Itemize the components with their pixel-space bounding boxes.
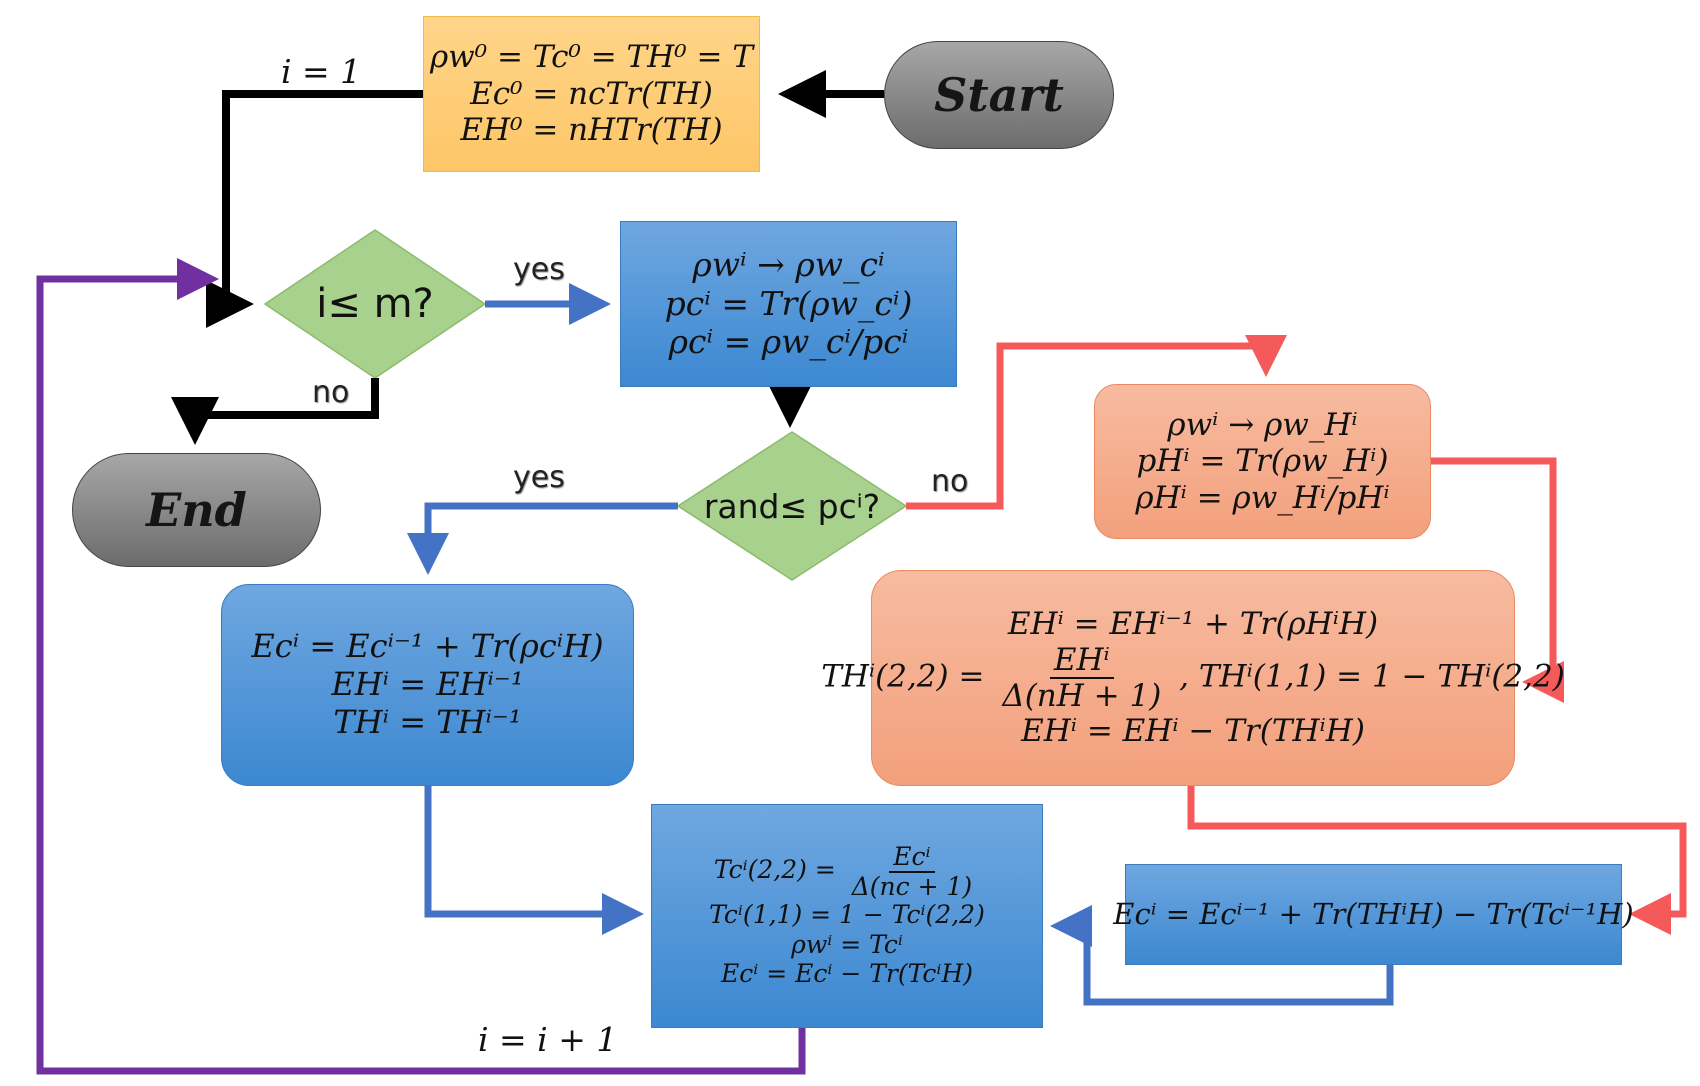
rand-check-label: rand≤ pcⁱ? — [703, 486, 881, 526]
end-terminal: End — [72, 453, 321, 567]
update-h-line-2-lhs: THⁱ(2,2) = — [821, 658, 985, 695]
rand-check-diamond — [676, 431, 908, 581]
start-label: Start — [934, 68, 1064, 122]
update-h-line-2-rhs: , THⁱ(1,1) = 1 − THⁱ(2,2) — [1179, 658, 1565, 695]
temp-c-line-1: Tcⁱ(2,2) = Ecⁱ Δ(nc + 1) — [714, 843, 980, 900]
edge-label-increment: i = i + 1 — [478, 1020, 618, 1059]
edge-loop-to-end — [171, 378, 379, 445]
edge-measureh-to-updateh — [1431, 457, 1564, 703]
init-line-2: Ec⁰ = ncTr(TH) — [470, 75, 713, 112]
update-h-fraction-num: EHⁱ — [1049, 643, 1114, 679]
temp-c-line-4: Ecⁱ = Ecⁱ − Tr(TcⁱH) — [721, 959, 973, 989]
edge-rand-yes — [407, 502, 678, 575]
update-h-fraction-den: Δ(nH + 1) — [1002, 678, 1162, 714]
edge-label-loop-no: no — [312, 375, 350, 410]
edge-rand-no — [906, 335, 1287, 510]
update-c-line-1: Ecⁱ = Ecⁱ⁻¹ + Tr(ρcⁱH) — [251, 627, 604, 666]
edge-energy-to-temp — [1050, 905, 1394, 1006]
temp-c-line-1-lhs: Tcⁱ(2,2) = — [713, 855, 836, 885]
update-h-line-3: EHⁱ = EHⁱ − Tr(THⁱH) — [1021, 713, 1365, 750]
update-c-box: Ecⁱ = Ecⁱ⁻¹ + Tr(ρcⁱH) EHⁱ = EHⁱ⁻¹ THⁱ =… — [221, 584, 634, 786]
update-c-line-3: THⁱ = THⁱ⁻¹ — [333, 702, 522, 741]
update-c-line-2: EHⁱ = EHⁱ⁻¹ — [331, 665, 524, 704]
temp-c-box: Tcⁱ(2,2) = Ecⁱ Δ(nc + 1) Tcⁱ(1,1) = 1 − … — [651, 804, 1043, 1028]
update-h-line-2: THⁱ(2,2) = EHⁱ Δ(nH + 1) , THⁱ(1,1) = 1 … — [821, 643, 1565, 713]
init-line-1: ρw⁰ = Tc⁰ = TH⁰ = T — [429, 39, 754, 76]
energy-c-box: Ecⁱ = Ecⁱ⁻¹ + Tr(THⁱH) − Tr(Tcⁱ⁻¹H) — [1113, 864, 1634, 965]
update-h-line-1: EHⁱ = EHⁱ⁻¹ + Tr(ρHⁱH) — [1007, 606, 1379, 643]
edge-label-rand-yes: yes — [513, 460, 565, 495]
measure-c-line-3: ρcⁱ = ρw_cⁱ/pcⁱ — [668, 322, 909, 362]
energy-c-line: Ecⁱ = Ecⁱ⁻¹ + Tr(THⁱH) − Tr(Tcⁱ⁻¹H) — [1113, 897, 1634, 932]
measure-h-line-3: ρHⁱ = ρw_Hⁱ/pHⁱ — [1135, 479, 1390, 516]
measure-h-line-1: ρwⁱ → ρw_Hⁱ — [1167, 406, 1358, 443]
temp-c-fraction-num: Ecⁱ — [889, 843, 935, 873]
start-terminal: Start — [884, 41, 1114, 149]
edge-label-init: i = 1 — [281, 52, 362, 91]
temp-c-fraction: Ecⁱ Δ(nc + 1) — [848, 843, 976, 900]
edge-increment — [36, 258, 806, 1075]
measure-c-line-2: pcⁱ = Tr(ρw_cⁱ) — [664, 283, 913, 323]
update-h-box: EHⁱ = EHⁱ⁻¹ + Tr(ρHⁱH) THⁱ(2,2) = EHⁱ Δ(… — [821, 570, 1565, 786]
measure-h-line-2: pHⁱ = Tr(ρw_Hⁱ) — [1136, 443, 1389, 480]
temp-c-line-3: ρwⁱ = Tcⁱ — [791, 929, 903, 959]
update-h-fraction: EHⁱ Δ(nH + 1) — [998, 643, 1165, 713]
edge-label-loop-yes: yes — [513, 252, 565, 287]
loop-check-label: i≤ m? — [316, 281, 434, 327]
edge-init-to-loop — [206, 90, 423, 328]
edge-updateh-to-energy — [1187, 786, 1687, 935]
temp-c-line-2: Tcⁱ(1,1) = 1 − Tcⁱ(2,2) — [709, 900, 985, 930]
measure-c-line-1: ρwⁱ → ρw_cⁱ — [692, 244, 885, 284]
edge-updatec-to-temp — [424, 786, 644, 935]
temp-c-fraction-den: Δ(nc + 1) — [851, 871, 973, 901]
measure-c-box: ρwⁱ → ρw_cⁱ pcⁱ = Tr(ρw_cⁱ) ρcⁱ = ρw_cⁱ/… — [620, 221, 957, 387]
measure-h-box: ρwⁱ → ρw_Hⁱ pHⁱ = Tr(ρw_Hⁱ) ρHⁱ = ρw_Hⁱ/… — [1094, 384, 1431, 539]
init-line-3: EH⁰ = nHTr(TH) — [460, 112, 723, 149]
end-label: End — [146, 483, 247, 537]
init-box: ρw⁰ = Tc⁰ = TH⁰ = T Ec⁰ = ncTr(TH) EH⁰ =… — [423, 16, 760, 172]
edge-label-rand-no: no — [931, 464, 969, 499]
